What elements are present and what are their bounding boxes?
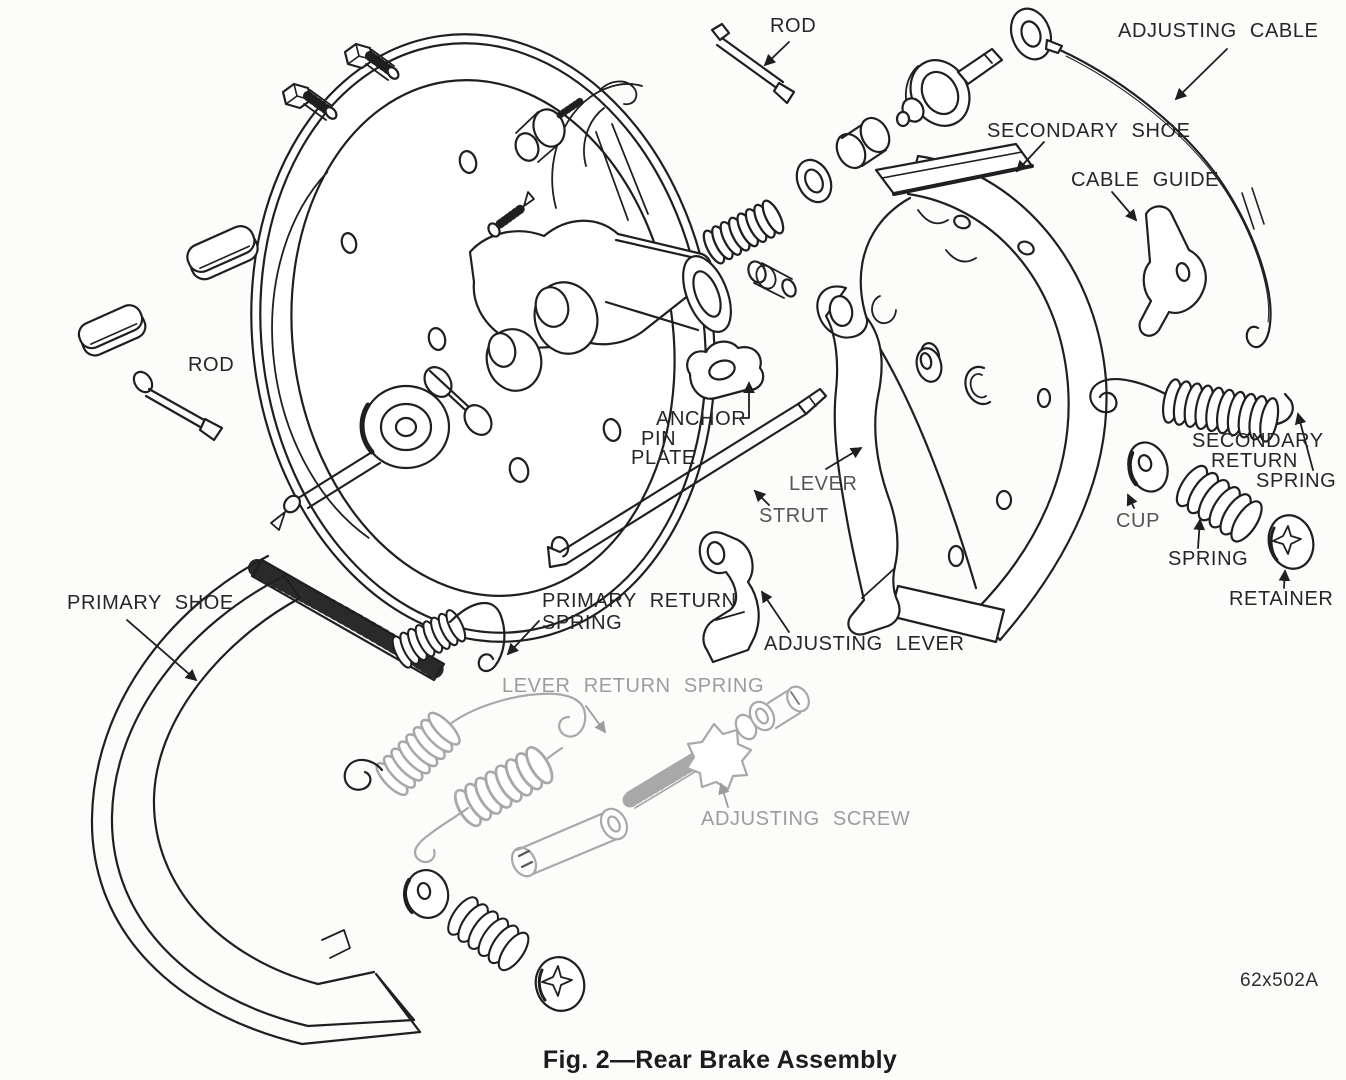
guide-pin xyxy=(747,260,797,299)
shoe-spring-part xyxy=(413,742,564,864)
mounting-bolt xyxy=(281,82,338,121)
label-primary-return-spring-2: SPRING xyxy=(542,612,623,634)
strut-part xyxy=(546,387,828,569)
secondary-return-spring-part xyxy=(1089,376,1294,445)
label-adjusting-lever: ADJUSTING LEVER xyxy=(764,633,965,655)
label-adjusting-cable: ADJUSTING CABLE xyxy=(1118,20,1319,42)
label-strut: STRUT xyxy=(759,505,829,527)
rod-top-part xyxy=(710,22,796,105)
label-primary-shoe: PRIMARY SHOE xyxy=(67,592,234,614)
label-cable-guide: CABLE GUIDE xyxy=(1071,169,1220,191)
label-cup: CUP xyxy=(1116,510,1161,532)
label-secondary-shoe: SECONDARY SHOE xyxy=(987,120,1191,142)
primary-shoe-part xyxy=(90,554,448,1046)
label-secondary-return-spring-1: SECONDARY xyxy=(1192,430,1324,452)
hold-down-spring-part xyxy=(1169,460,1269,548)
leader-arrows xyxy=(126,41,1314,808)
adjusting-screw-part xyxy=(510,685,810,878)
label-secondary-return-spring-2: RETURN xyxy=(1211,450,1298,472)
figure-part-code: 62x502A xyxy=(1240,970,1319,991)
retainer-part xyxy=(1267,514,1315,570)
hold-down-washer xyxy=(403,869,450,919)
figure-caption: Fig. 2—Rear Brake Assembly xyxy=(542,1046,898,1074)
access-plug xyxy=(186,225,259,281)
label-retainer: RETAINER xyxy=(1229,588,1334,610)
label-rod-top: ROD xyxy=(770,15,817,37)
label-spring: SPRING xyxy=(1168,548,1249,570)
c-clip-part xyxy=(964,365,992,406)
primary-return-spring-part xyxy=(387,601,506,673)
parking-brake-lever-part xyxy=(816,285,901,636)
label-anchor-pin-plate-1: ANCHOR xyxy=(656,408,747,430)
hold-down-spring-bottom xyxy=(441,891,535,976)
label-lever-return-spring: LEVER RETURN SPRING xyxy=(502,675,765,697)
cup-part xyxy=(1127,441,1169,493)
lever-return-spring-part xyxy=(343,692,587,801)
label-lever: LEVER xyxy=(789,473,858,495)
label-secondary-return-spring-3: SPRING xyxy=(1256,470,1337,492)
cable-guide-part xyxy=(1138,205,1207,337)
label-rod-left: ROD xyxy=(188,354,235,376)
adjusting-cable-part xyxy=(1009,7,1272,349)
mounting-bolt xyxy=(343,42,400,81)
rod-left-part xyxy=(132,370,224,442)
label-anchor-pin-plate-2: PIN xyxy=(641,428,677,450)
adjusting-lever-part xyxy=(698,531,760,664)
backing-plate xyxy=(250,33,716,643)
cable-end-assembly xyxy=(698,47,1004,268)
washer-part xyxy=(915,347,943,383)
secondary-shoe-part xyxy=(859,142,1108,644)
hub xyxy=(270,384,451,531)
label-anchor-pin-plate-3: PLATE xyxy=(631,447,696,469)
hold-down-screw xyxy=(534,956,586,1012)
label-adjusting-screw: ADJUSTING SCREW xyxy=(701,808,911,830)
wheel-cylinder xyxy=(423,96,732,436)
access-plug xyxy=(77,304,147,357)
label-primary-return-spring-1: PRIMARY RETURN xyxy=(542,590,737,612)
